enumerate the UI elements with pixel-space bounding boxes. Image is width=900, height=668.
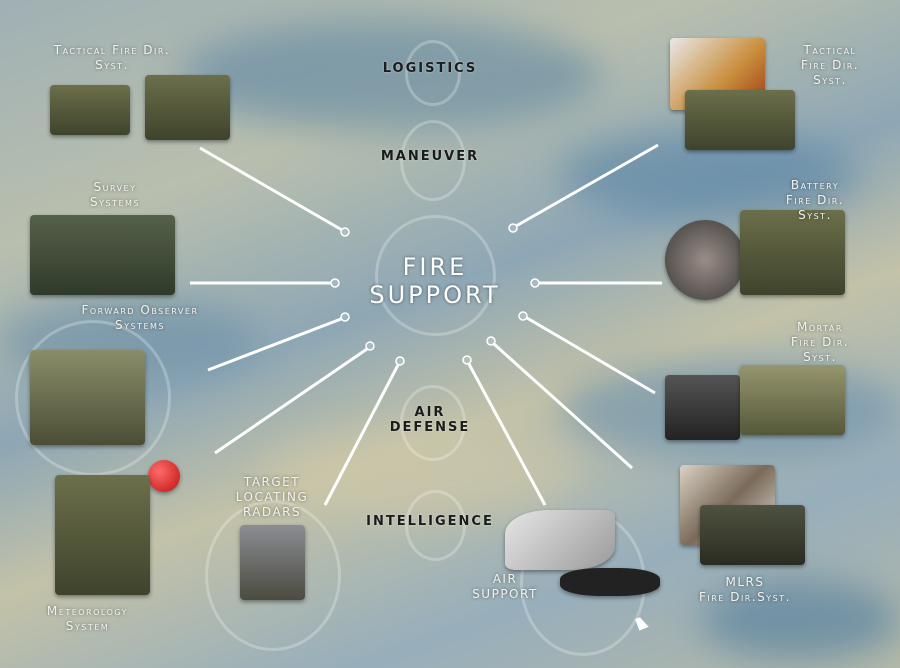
- connector-node: [365, 341, 375, 351]
- title-line: SUPPORT: [369, 281, 501, 309]
- decorative-ring: [15, 320, 171, 476]
- label-line: Tactical: [803, 43, 857, 57]
- label-line: Mortar: [797, 320, 843, 334]
- connector-node: [395, 356, 405, 366]
- connector-node: [530, 278, 540, 288]
- label-line: Syst.: [95, 58, 129, 72]
- decorative-ring: [400, 120, 466, 201]
- label-target-locating-radars: TARGET LOCATING RADARS: [222, 475, 322, 520]
- label-line: AIR: [492, 572, 518, 586]
- decorative-ring: [405, 490, 466, 561]
- label-survey-systems: Survey Systems: [60, 180, 170, 210]
- label-line: Survey: [93, 180, 137, 194]
- label-line: Battery: [790, 178, 840, 192]
- label-line: Meteorology: [46, 604, 129, 618]
- fighter-jet-image: [505, 510, 615, 570]
- center-title: FIRE SUPPORT: [335, 253, 535, 309]
- function-logistics: LOGISTICS: [382, 61, 478, 76]
- meteorology-system-image: [55, 475, 150, 595]
- label-air-support: AIR SUPPORT: [455, 572, 555, 602]
- connector-node: [518, 311, 528, 321]
- label-line: Syst.: [798, 208, 832, 222]
- label-line: System: [65, 619, 110, 633]
- label-line: Tactical Fire Dir.: [53, 43, 171, 57]
- label-line: Forward Observer: [81, 303, 199, 317]
- label-line: SUPPORT: [472, 587, 538, 601]
- function-air-defense: AIR DEFENSE: [380, 405, 480, 435]
- label-tactical-fire-dir-left: Tactical Fire Dir. Syst.: [22, 43, 202, 73]
- decorative-ring: [205, 500, 341, 651]
- tactical-fire-dir-truck-image: [685, 90, 795, 150]
- function-intelligence: INTELLIGENCE: [366, 514, 494, 529]
- mortar-carrier-image: [740, 365, 845, 435]
- label-line: RADARS: [242, 505, 302, 519]
- function-maneuver: MANEUVER: [380, 149, 480, 164]
- tactical-fire-dir-vehicle-image: [50, 85, 130, 135]
- label-line: LOCATING: [235, 490, 309, 504]
- connector-node: [340, 227, 350, 237]
- label-line: Fire Dir.Syst.: [699, 590, 791, 604]
- mlrs-fire-dir-truck-image: [700, 505, 805, 565]
- connector-node: [462, 355, 472, 365]
- tactical-fire-dir-truck-image: [145, 75, 230, 140]
- label-line: Fire Dir.: [800, 58, 860, 72]
- label-line: AIR: [414, 405, 446, 420]
- label-line: Fire Dir.: [790, 335, 850, 349]
- label-mlrs: MLRS Fire Dir.Syst.: [670, 575, 820, 605]
- howitzer-image: [740, 210, 845, 295]
- connector-node: [330, 278, 340, 288]
- mortar-image: [665, 375, 740, 440]
- label-forward-observer: Forward Observer Systems: [40, 303, 240, 333]
- connector-node: [486, 336, 496, 346]
- helicopter-image: [560, 568, 660, 596]
- label-line: DEFENSE: [389, 420, 471, 435]
- forward-observer-vehicle-image: [30, 350, 145, 445]
- label-line: Systems: [114, 318, 165, 332]
- survey-system-image: [30, 215, 175, 295]
- decorative-ring: [405, 40, 461, 106]
- connector-node: [508, 223, 518, 233]
- label-line: Systems: [89, 195, 140, 209]
- radar-image: [240, 525, 305, 600]
- label-battery-fire-dir: Battery Fire Dir. Syst.: [760, 178, 870, 223]
- label-mortar-fire-dir: Mortar Fire Dir. Syst.: [770, 320, 870, 365]
- label-line: Syst.: [803, 350, 837, 364]
- label-line: MLRS: [725, 575, 765, 589]
- decorative-ring: [375, 215, 496, 336]
- connector-node: [340, 312, 350, 322]
- label-line: Fire Dir.: [785, 193, 845, 207]
- label-line: Syst.: [813, 73, 847, 87]
- title-line: FIRE: [402, 253, 468, 281]
- label-tactical-fire-dir-right: Tactical Fire Dir. Syst.: [770, 43, 890, 88]
- decorative-ring: [400, 385, 466, 461]
- weather-balloon-image: [148, 460, 180, 492]
- label-meteorology-system: Meteorology System: [30, 604, 145, 634]
- battery-computer-image: [665, 220, 745, 300]
- label-line: TARGET: [243, 475, 301, 489]
